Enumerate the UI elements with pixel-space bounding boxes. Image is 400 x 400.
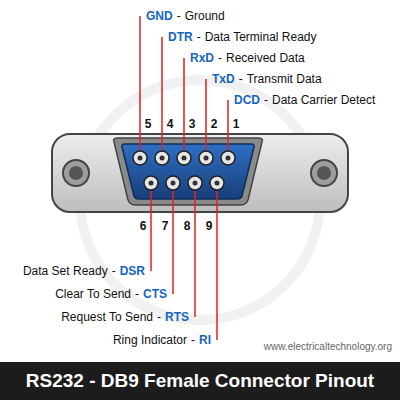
separator: - [157, 309, 161, 325]
signal-description: Data Set Ready [23, 263, 108, 279]
signal-description: Ground [185, 8, 225, 24]
separator: - [191, 332, 195, 348]
separator: - [177, 8, 181, 24]
pin-number: 1 [230, 116, 242, 132]
d-sub-rim [114, 138, 263, 205]
signal-name: RxD [190, 50, 214, 66]
separator: - [112, 263, 116, 279]
pin-number: 3 [186, 116, 198, 132]
leader-lines [140, 16, 228, 340]
screw-hole [311, 160, 337, 186]
separator: - [239, 71, 243, 87]
signal-label-row: Request To Send-RTS [61, 309, 189, 325]
signal-label-row: TxD-Transmit Data [212, 71, 322, 87]
signal-label-row: Data Set Ready-DSR [23, 263, 145, 279]
signal-name: GND [146, 8, 173, 24]
separator: - [135, 286, 139, 302]
screw-hole [63, 160, 89, 186]
pin-number: 4 [164, 116, 176, 132]
pin-number: 7 [159, 218, 171, 234]
separator: - [197, 29, 201, 45]
signal-description: Transmit Data [247, 71, 322, 87]
screw-hole-center [317, 166, 331, 180]
signal-name: RTS [165, 309, 189, 325]
pin-sockets [133, 151, 235, 190]
signal-label-row: Clear To Send-CTS [55, 286, 167, 302]
screw-hole-center [69, 166, 83, 180]
separator: - [264, 92, 268, 108]
title-banner [0, 362, 400, 400]
signal-description: Data Carrier Detect [272, 92, 375, 108]
separator: - [218, 50, 222, 66]
watermark: www.electricaltechnology.org [264, 340, 392, 354]
signal-label-row: DCD-Data Carrier Detect [234, 92, 375, 108]
signal-name: DCD [234, 92, 260, 108]
signal-name: TxD [212, 71, 235, 87]
signal-name: RI [199, 332, 211, 348]
pin-number: 2 [208, 116, 220, 132]
signal-description: Data Terminal Ready [205, 29, 317, 45]
signal-label-row: GND-Ground [146, 8, 225, 24]
signal-name: DTR [168, 29, 193, 45]
signal-name: CTS [143, 286, 167, 302]
pin-number: 5 [142, 116, 154, 132]
signal-label-row: Ring Indicator-RI [113, 332, 211, 348]
signal-description: Request To Send [61, 309, 153, 325]
signal-label-row: RxD-Received Data [190, 50, 305, 66]
title: RS232 - DB9 Female Connector Pinout [0, 362, 400, 400]
pin-number: 8 [181, 218, 193, 234]
d-sub-insert [122, 144, 254, 199]
pin-number: 6 [137, 218, 149, 234]
signal-name: DSR [120, 263, 145, 279]
signal-description: Clear To Send [55, 286, 131, 302]
signal-label-row: DTR-Data Terminal Ready [168, 29, 317, 45]
pin-number: 9 [203, 218, 215, 234]
signal-description: Ring Indicator [113, 332, 187, 348]
connector-shell [52, 134, 348, 212]
signal-description: Received Data [226, 50, 305, 66]
